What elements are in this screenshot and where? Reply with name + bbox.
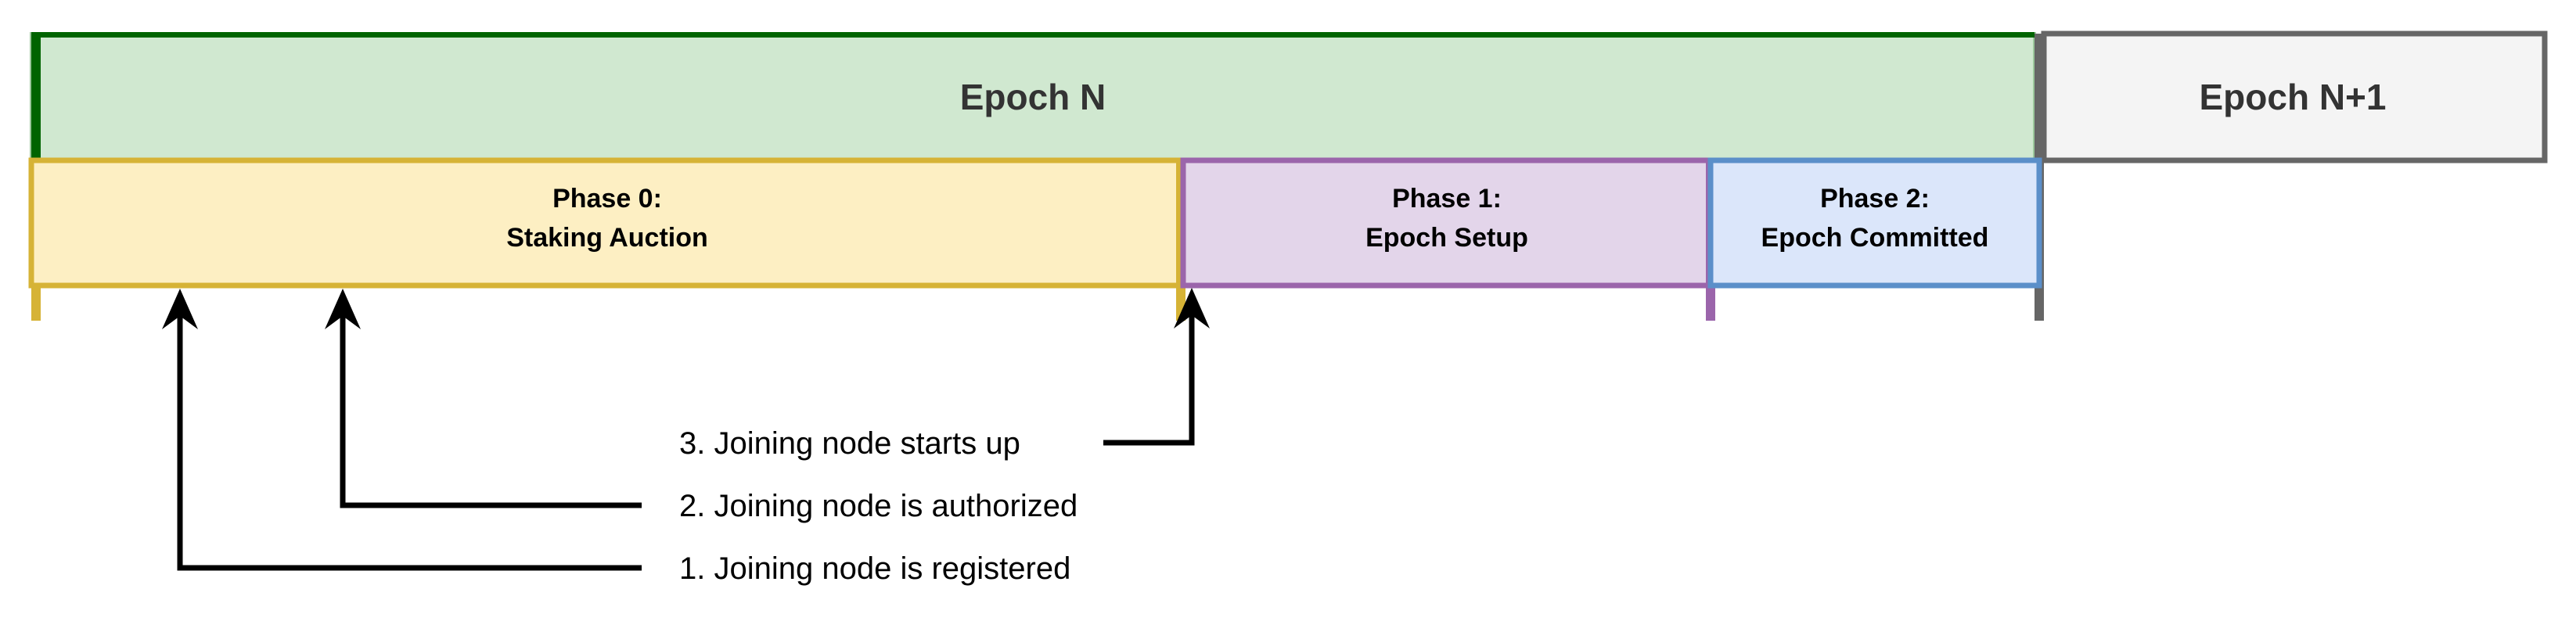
phase-1-title: Phase 1: [1392, 184, 1502, 214]
note-3-arrowhead-icon [1174, 288, 1210, 329]
epoch-n-label: Epoch N [960, 77, 1106, 117]
note-2-arrowhead-icon [325, 289, 361, 329]
epoch-n-top-rule [31, 32, 2035, 38]
epoch-n-box [30, 32, 2036, 162]
epoch-n-group: Epoch N [30, 32, 2036, 162]
epoch-n-plus-1-label: Epoch N+1 [2199, 77, 2386, 117]
note-3-leader-line [1103, 307, 1195, 446]
phase-1-group: Phase 1: Epoch Setup [1180, 157, 1715, 321]
note-2-group: 2. Joining node is authorized [325, 289, 1078, 523]
epoch-n-plus-1-box [2041, 31, 2548, 163]
phase-1-subtitle: Epoch Setup [1365, 223, 1528, 253]
note-3-group: 3. Joining node starts up [679, 288, 1210, 461]
epoch-start-marker [31, 32, 41, 162]
phase-0-subtitle: Staking Auction [506, 223, 708, 253]
phase-2-subtitle: Epoch Committed [1761, 223, 1989, 253]
epoch-n-plus-1-group: Epoch N+1 [2041, 31, 2548, 163]
note-1-group: 1. Joining node is registered [162, 289, 1070, 586]
phase-0-group: Phase 0: Staking Auction [28, 157, 1186, 321]
phase-2-group: Phase 2: Epoch Committed [1707, 157, 2042, 289]
phase-2-title: Phase 2: [1820, 184, 1930, 214]
note-2-label: 2. Joining node is authorized [679, 489, 1078, 523]
note-1-label: 1. Joining node is registered [679, 551, 1070, 586]
phase-2-box [1707, 157, 2042, 289]
phase-0-box [28, 157, 1186, 289]
phase-0-title: Phase 0: [552, 184, 662, 214]
note-1-arrowhead-icon [162, 289, 198, 329]
note-2-leader-line [340, 307, 642, 508]
note-1-leader-line [177, 307, 642, 571]
note-3-label: 3. Joining node starts up [679, 426, 1020, 461]
